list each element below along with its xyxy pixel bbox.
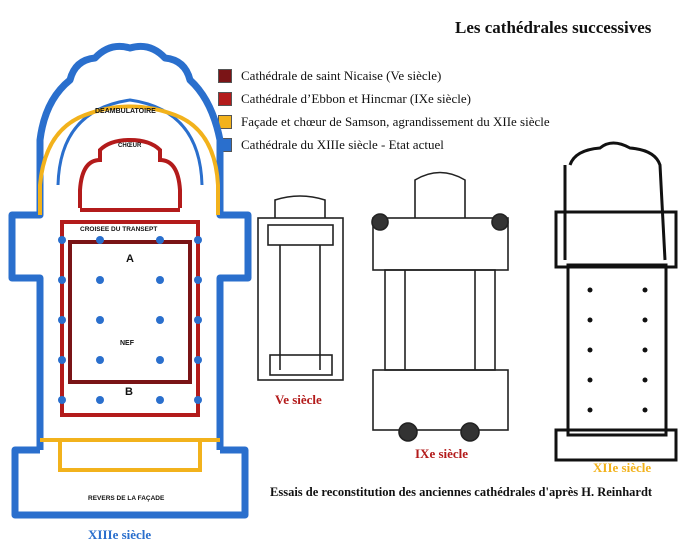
legend-item: Cathédrale d’Ebbon et Hincmar (IXe siècl… (218, 87, 550, 110)
legend-item: Cathédrale de saint Nicaise (Ve siècle) (218, 64, 550, 87)
nave-pillars (58, 236, 202, 404)
plan-xiie-pillars (587, 287, 648, 413)
legend-label: Cathédrale du XIIIe siècle - Etat actuel (241, 136, 444, 152)
plan-ixe-siecle (371, 171, 509, 442)
label-croisee: CROISEE DU TRANSEPT (80, 226, 158, 233)
choir-arc (56, 98, 204, 186)
legend-label: Cathédrale de saint Nicaise (Ve siècle) (241, 67, 442, 83)
legend-swatch (218, 91, 232, 106)
label-a: A (126, 253, 134, 265)
label-choeur: CHŒUR (118, 143, 142, 149)
legend: Cathédrale de saint Nicaise (Ve siècle) C… (218, 64, 550, 156)
era-label-xiiie: XIIIe siècle (88, 527, 152, 542)
label-b: B (125, 386, 133, 398)
samson-outline (38, 104, 220, 472)
era-label-ve: Ve siècle (275, 392, 322, 407)
label-nef: NEF (120, 340, 134, 347)
label-deambulatoire: DEAMBULATOIRE (95, 108, 156, 115)
ebbon-outline (60, 137, 200, 417)
plan-xiie-siecle (554, 141, 678, 462)
era-label-xiie: XIIe siècle (593, 460, 652, 475)
label-revers: REVERS DE LA FAÇADE (88, 495, 165, 502)
plan-ve-siecle (257, 195, 344, 381)
era-label-ixe: IXe siècle (415, 446, 469, 461)
legend-swatch (218, 68, 232, 83)
nicaise-outline (68, 240, 192, 384)
legend-label: Façade et chœur de Samson, agrandissemen… (241, 113, 550, 129)
page-title: Les cathédrales successives (455, 18, 652, 37)
caption: Essais de reconstitution des anciennes c… (270, 485, 653, 499)
legend-label: Cathédrale d’Ebbon et Hincmar (IXe siècl… (241, 90, 471, 106)
xiii-century-outline (8, 42, 252, 519)
